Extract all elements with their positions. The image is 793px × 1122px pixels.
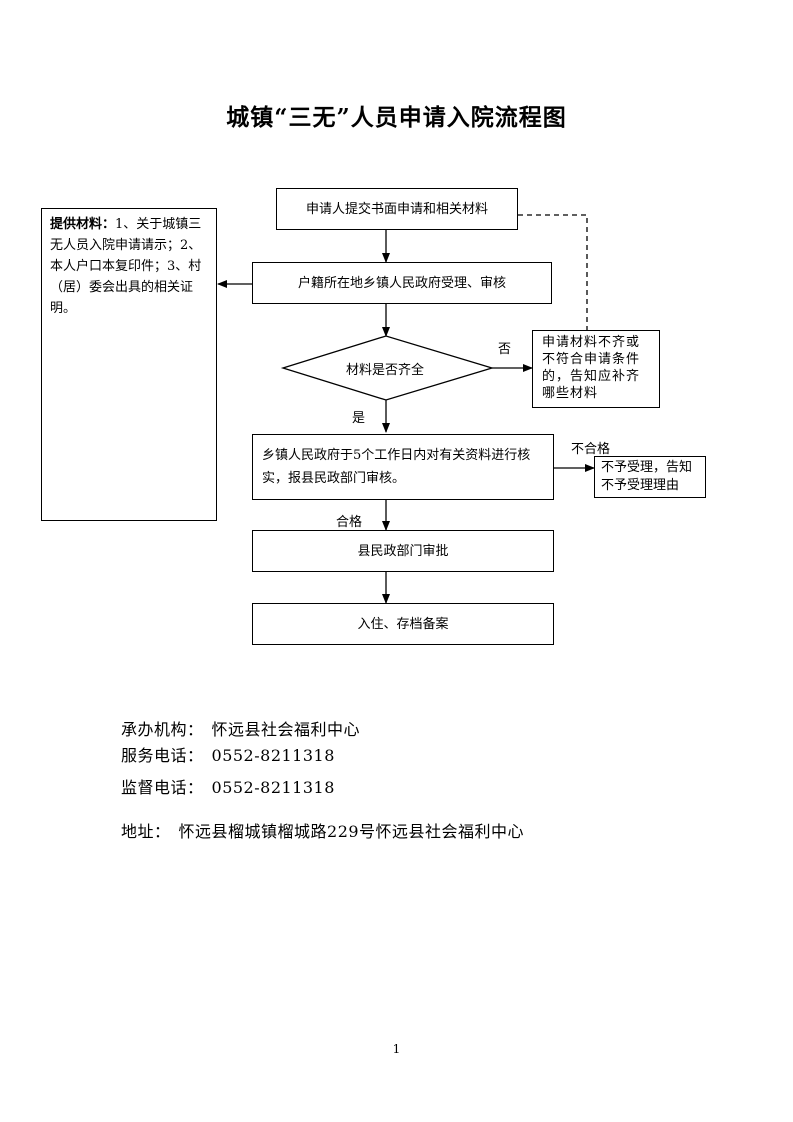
step-county-approve: 县民政部门审批 — [252, 530, 554, 572]
label-yes: 是 — [352, 411, 366, 426]
page-number: 1 — [392, 1042, 401, 1056]
footer-phone-value: 0552-8211318 — [211, 746, 335, 765]
step-town-review: 乡镇人民政府于5个工作日内对有关资料进行核实，报县民政部门审核。 — [252, 434, 554, 500]
materials-heading: 提供材料： — [50, 217, 116, 232]
materials-body: 1、关于城镇三无人员入院申请请示；2、本人户口本复印件；3、村（居）委会出具的相… — [50, 217, 202, 316]
step-submit: 申请人提交书面申请和相关材料 — [276, 188, 518, 230]
label-no: 否 — [498, 342, 512, 357]
label-unqualified: 不合格 — [571, 442, 611, 457]
footer-org-label: 承办机构： — [121, 720, 204, 739]
footer-phone: 服务电话： 0552-8211318 — [121, 742, 343, 766]
footer-address: 地址： 怀远县榴城镇榴城路229号怀远县社会福利中心 — [121, 818, 532, 842]
dashed-feedback-line — [518, 214, 588, 330]
footer-address-label: 地址： — [121, 822, 171, 841]
footer-org-value: 怀远县社会福利中心 — [211, 720, 361, 739]
decision-diamond — [280, 335, 495, 401]
step-incomplete: 申请材料不齐或不符合申请条件的，告知应补齐哪些材料 — [532, 330, 660, 408]
step-accept: 户籍所在地乡镇人民政府受理、审核 — [252, 262, 552, 304]
step-archive: 入住、存档备案 — [252, 603, 554, 645]
footer-phone-label: 服务电话： — [121, 746, 204, 765]
footer-supervise-value: 0552-8211318 — [211, 778, 335, 797]
footer-supervise-label: 监督电话： — [121, 778, 204, 797]
page-title: 城镇“三无”人员申请入院流程图 — [226, 104, 567, 131]
materials-box: 提供材料：1、关于城镇三无人员入院申请请示；2、本人户口本复印件；3、村（居）委… — [41, 208, 217, 521]
footer-address-value: 怀远县榴城镇榴城路229号怀远县社会福利中心 — [178, 822, 525, 841]
step-reject: 不予受理，告知不予受理理由 — [594, 456, 706, 498]
decision-text: 材料是否齐全 — [346, 363, 425, 378]
label-qualified: 合格 — [336, 515, 363, 530]
footer-org: 承办机构： 怀远县社会福利中心 — [121, 716, 368, 740]
footer-supervise: 监督电话： 0552-8211318 — [121, 774, 343, 798]
